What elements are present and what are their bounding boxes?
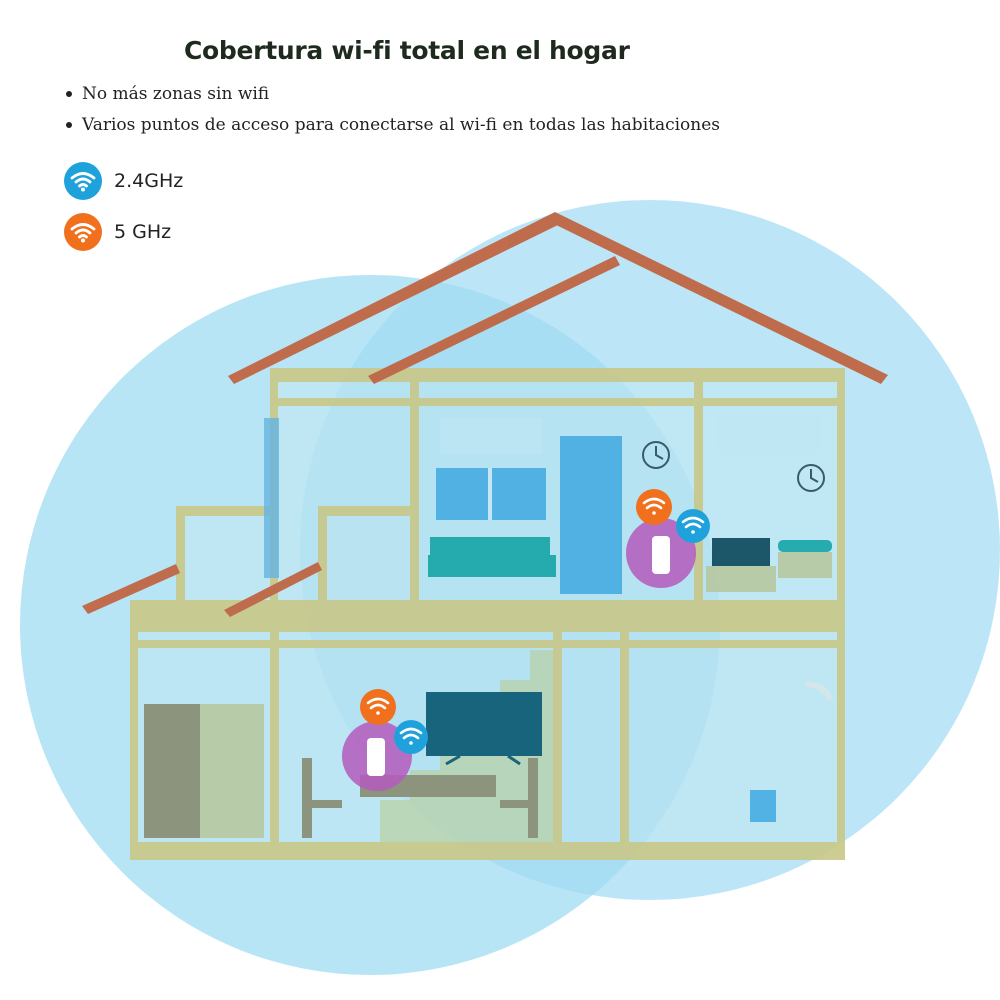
router-upper [626,489,710,588]
bullet-icon [66,122,72,128]
legend-item-24ghz: 2.4GHz [64,162,183,200]
wifi-icon [399,727,423,745]
list-item: Varios puntos de acceso para conectarse … [64,113,720,144]
wifi-icon [64,213,102,251]
frequency-legend: 2.4GHz 5 GHz [64,162,183,264]
signal-24ghz-badge [394,720,428,754]
signal-5ghz-badge [636,489,672,525]
list-item-text: No más zonas sin wifi [82,84,270,104]
legend-label: 5 GHz [114,221,172,243]
house [82,212,888,860]
signal-5ghz-badge [360,689,396,725]
bullet-icon [66,91,72,97]
list-item-text: Varios puntos de acceso para conectarse … [82,115,721,135]
legend-label: 2.4GHz [114,170,184,192]
wifi-icon [681,516,705,534]
wifi-icon [64,162,102,200]
wifi-icon [642,497,666,515]
legend-item-5ghz: 5 GHz [64,213,183,251]
wifi-icon [366,697,390,715]
router-lower [342,689,428,791]
list-item: No más zonas sin wifi [64,82,720,113]
page-title: Cobertura wi-fi total en el hogar [184,36,630,65]
signal-24ghz-badge [676,509,710,543]
feature-list: No más zonas sin wifi Varios puntos de a… [64,82,720,144]
